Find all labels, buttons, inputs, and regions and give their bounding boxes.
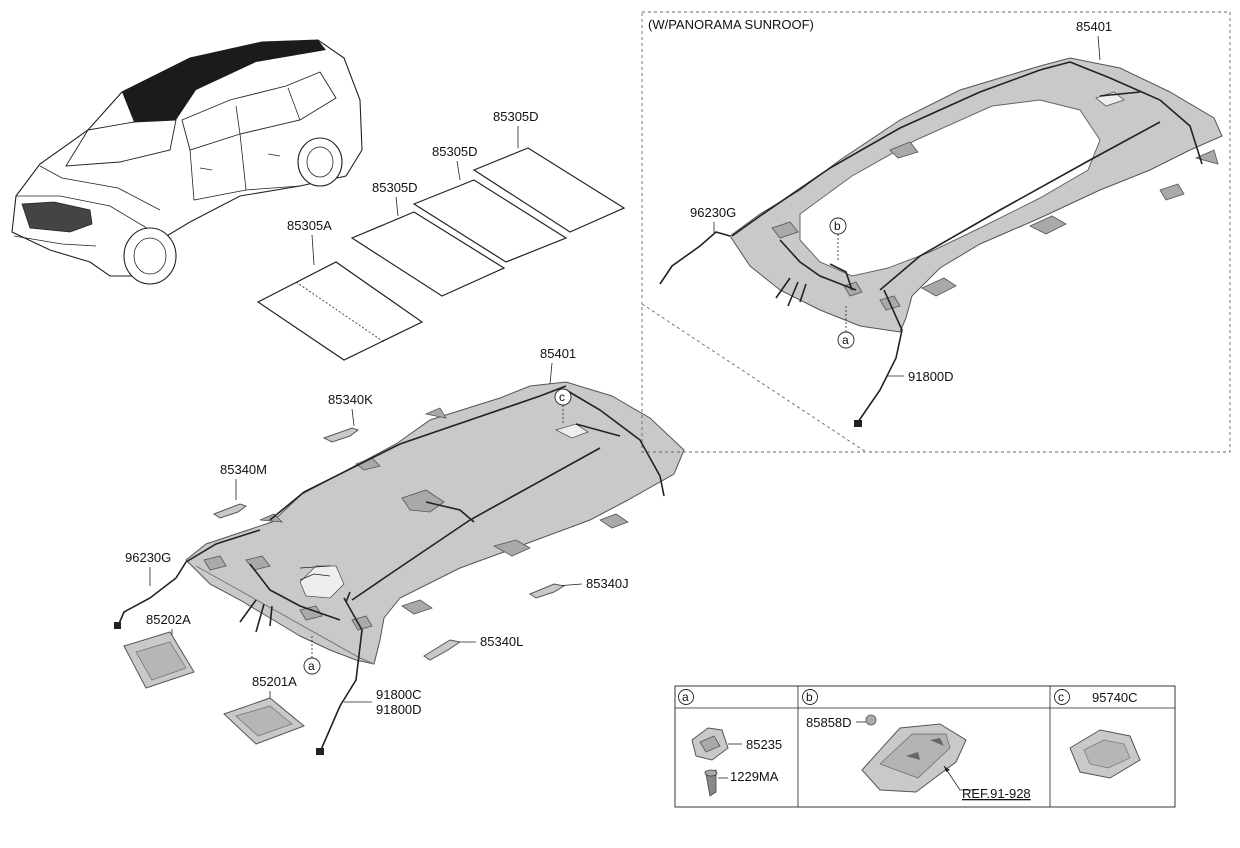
headliner-panorama [729,57,1223,333]
assist-grip-85340L [423,639,462,661]
legend-label-85235: 85235 [746,737,782,752]
label-85340M: 85340M [220,462,267,477]
assist-grip-85340K [322,427,360,443]
label-85305A: 85305A [287,218,332,233]
legend-label-95740C: 95740C [1092,690,1138,705]
label-91800C: 91800C [376,687,422,702]
label-85202A: 85202A [146,612,191,627]
vehicle-illustration [11,39,363,285]
legend-label-85858D: 85858D [806,715,852,730]
legend-ref-91-928[interactable]: REF.91-928 [962,786,1031,801]
headliner-panorama-wiring [659,61,1203,427]
label-96230G-top: 96230G [690,205,736,220]
label-85340J: 85340J [586,576,629,591]
panorama-sunroof-note: (W/PANORAMA SUNROOF) [648,17,814,32]
label-96230G-main: 96230G [125,550,171,565]
label-85305D-2: 85305D [432,144,478,159]
bulb-85858D [865,714,877,726]
legend-marker-c-text: c [1058,690,1064,704]
label-85340L: 85340L [480,634,523,649]
legend-table: a b c 95740C 85235 1229MA 85858D REF.91-… [674,685,1176,808]
marker-c-main-text: c [559,390,565,404]
label-85401-main: 85401 [540,346,576,361]
legend-marker-b [802,689,818,705]
label-85401-top: 85401 [1076,19,1112,34]
headliner-main-wiring [114,385,665,755]
marker-a-top-text: a [842,333,849,347]
label-85305D-1: 85305D [493,109,539,124]
label-91800D-main: 91800D [376,702,422,717]
roof-pad-85305D-rear [350,211,506,297]
label-85340K: 85340K [328,392,373,407]
legend-marker-b-text: b [806,690,813,704]
legend-marker-a-text: a [682,690,689,704]
roof-highlight [122,40,326,122]
legend-label-1229MA: 1229MA [730,769,779,784]
headliner-main [185,381,685,665]
panorama-inset-frame [641,11,1231,453]
legend-marker-a [678,689,694,705]
label-85201A: 85201A [252,674,297,689]
roof-pad-85305D-mid [412,179,568,263]
marker-a-main-text: a [308,659,315,673]
assist-grip-85340J [528,583,566,599]
label-91800D-top: 91800D [908,369,954,384]
roof-pad-85305A [256,261,424,361]
assist-grip-85340M [212,503,248,519]
label-85305D-3: 85305D [372,180,418,195]
roof-pad-85305D-front [472,147,626,233]
marker-b-top-text: b [834,219,841,233]
legend-marker-c [1054,689,1070,705]
